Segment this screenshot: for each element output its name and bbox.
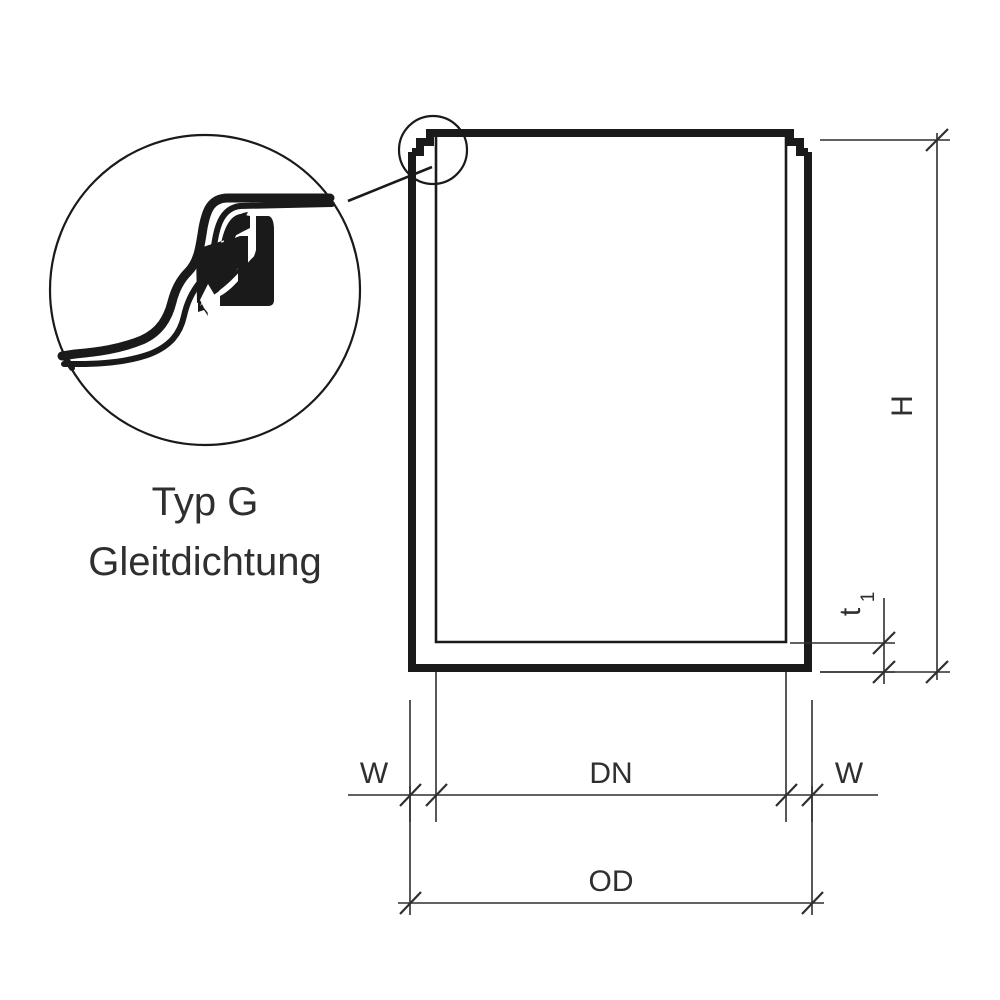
seal-notch-highlight	[200, 284, 214, 318]
pipe-section-group	[408, 129, 812, 672]
nominal-diameter-label: DN	[589, 757, 632, 790]
od-tick-left	[399, 891, 422, 915]
height-tick-bottom	[925, 660, 949, 684]
seal-outer-profile	[57, 193, 335, 361]
dimension-height: H	[820, 128, 950, 684]
outer-diameter-label: OD	[589, 865, 634, 898]
wall-right-label: W	[835, 757, 864, 790]
t1-tick-bottom	[872, 660, 896, 684]
seal-detail-group: Typ G Gleitdichtung	[48, 133, 433, 584]
t1-label-subscript: 1	[858, 592, 879, 603]
dimension-base-thickness: t 1	[790, 592, 896, 684]
height-label: H	[886, 395, 919, 417]
height-tick-top	[925, 128, 949, 152]
dimension-od: OD	[398, 786, 824, 915]
t1-label-base: t	[834, 607, 867, 616]
seal-inner-profile	[61, 201, 335, 367]
detail-marker-circle	[397, 114, 469, 186]
detail-circle-outline	[48, 133, 362, 447]
detail-caption-line-2: Gleitdichtung	[88, 540, 321, 584]
part-inner-bore	[434, 136, 788, 644]
dn-tick-inner-left	[425, 783, 448, 807]
wall-left-label: W	[360, 757, 389, 790]
od-tick-right	[801, 891, 824, 915]
dn-tick-inner-right	[775, 783, 798, 807]
seal-tail-tick	[61, 353, 75, 371]
seal-lip-fill-b	[220, 216, 274, 306]
t1-tick-top	[872, 631, 896, 655]
dimension-row-dn: W DN W	[348, 672, 878, 822]
part-outer-walls	[408, 152, 812, 672]
part-top-groove-profile	[412, 129, 808, 156]
detail-caption-line-1: Typ G	[152, 480, 259, 524]
detail-leader-line	[347, 165, 433, 203]
